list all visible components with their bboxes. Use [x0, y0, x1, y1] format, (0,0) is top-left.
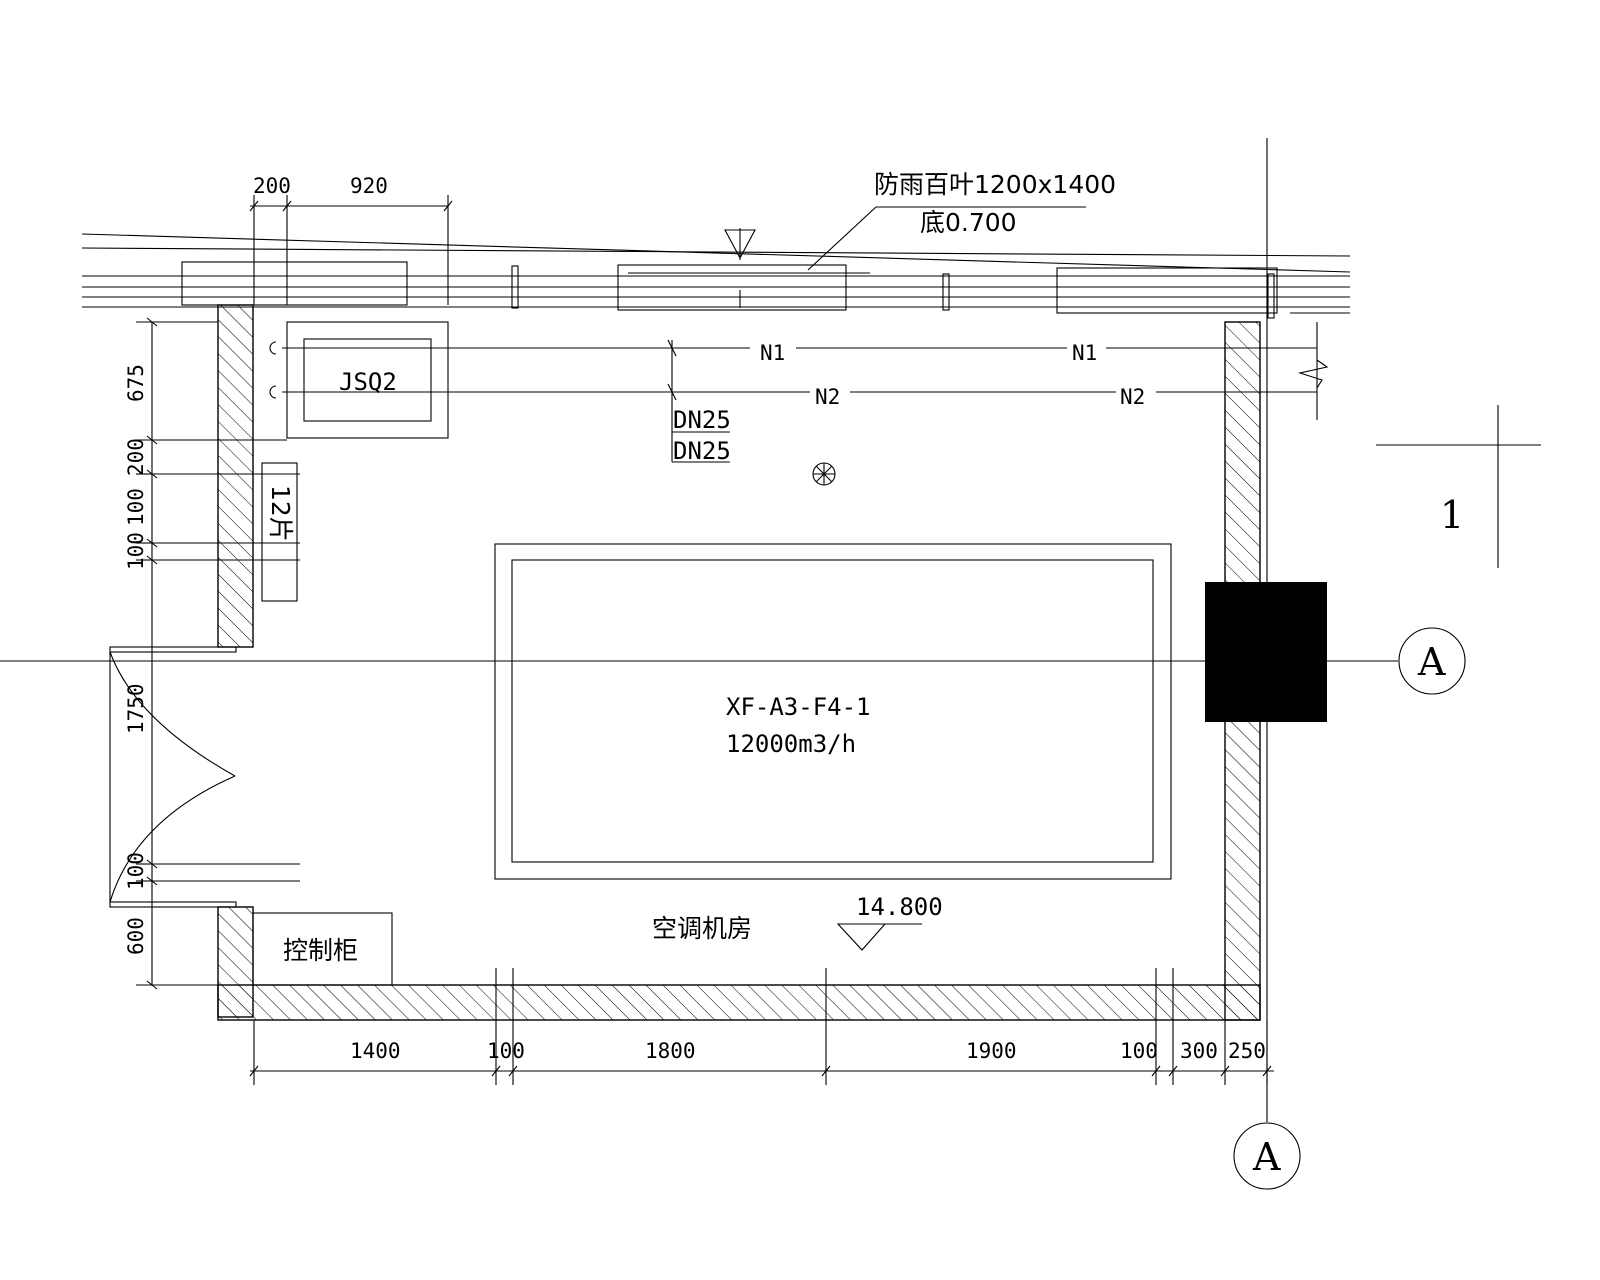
duct-shaft — [1205, 582, 1327, 722]
left-dim-100-b: 100 — [124, 532, 148, 570]
bottom-dim-250: 250 — [1228, 1039, 1266, 1063]
grid-axis-label: A — [1417, 640, 1446, 684]
control-cabinet: 控制柜 — [252, 912, 393, 986]
radiator-label: 12片 — [266, 485, 295, 542]
air-handling-unit: XF-A3-F4-1 12000m3/h — [494, 543, 1172, 880]
room-name: 空调机房 — [652, 914, 752, 943]
bottom-dim-1400: 1400 — [350, 1039, 401, 1063]
pipe-dn-label-1: DN25 — [673, 406, 731, 434]
pipe-label-n1-right: N1 — [1072, 341, 1097, 365]
walls — [109, 304, 1261, 1021]
left-dimension-line: 675 200 100 100 1750 100 600 — [124, 317, 287, 990]
floor-drain-icon — [812, 462, 836, 486]
bottom-dim-100-b: 100 — [1120, 1039, 1158, 1063]
bottom-dimension-line: 1400 100 1800 1900 100 300 250 — [249, 968, 1274, 1085]
grid-axis-label-bottom: A — [1252, 1135, 1281, 1179]
left-dim-1750: 1750 — [124, 683, 148, 734]
ahu-code: XF-A3-F4-1 — [726, 693, 871, 721]
louver-label: 防雨百叶1200x1400 — [874, 170, 1116, 199]
pipe-label-n2-right: N2 — [1120, 385, 1145, 409]
pipe-label-n1-left: N1 — [760, 341, 785, 365]
louver-bottom-elevation: 底0.700 — [920, 208, 1017, 237]
ahu-flow: 12000m3/h — [726, 730, 856, 758]
section-mark: 1 — [1376, 405, 1541, 568]
bottom-dim-100-a: 100 — [487, 1039, 525, 1063]
top-dimension-line: 200 920 — [249, 174, 453, 305]
left-dim-675: 675 — [124, 364, 148, 402]
section-mark-label: 1 — [1440, 493, 1464, 537]
humidifier-jsq2: JSQ2 — [269, 321, 449, 439]
radiator: 12片 — [261, 462, 298, 602]
left-dim-600: 600 — [124, 917, 148, 955]
pipe-dn-label-2: DN25 — [673, 437, 731, 465]
bottom-dim-1800: 1800 — [645, 1039, 696, 1063]
exterior-wall-band — [81, 233, 1351, 319]
left-dim-200: 200 — [124, 438, 148, 476]
humidifier-label: JSQ2 — [339, 368, 397, 396]
elevation-mark: 14.800 — [836, 893, 943, 951]
top-dim-200: 200 — [253, 174, 291, 198]
left-dim-100-c: 100 — [124, 852, 148, 890]
louver-callout: 防雨百叶1200x1400 底0.700 — [628, 170, 1116, 308]
pipe-runs: N1 N1 N2 N2 DN25 DN25 — [282, 322, 1329, 465]
grid-axis-a-horizontal: A — [0, 627, 1466, 695]
elevation-value: 14.800 — [856, 893, 943, 921]
top-dim-920: 920 — [350, 174, 388, 198]
door-partition-lines — [150, 473, 300, 882]
bottom-dim-1900: 1900 — [966, 1039, 1017, 1063]
bottom-dim-300: 300 — [1180, 1039, 1218, 1063]
left-dim-100-a: 100 — [124, 488, 148, 526]
double-door — [109, 651, 236, 903]
control-cabinet-label: 控制柜 — [283, 936, 358, 965]
pipe-label-n2-left: N2 — [815, 385, 840, 409]
